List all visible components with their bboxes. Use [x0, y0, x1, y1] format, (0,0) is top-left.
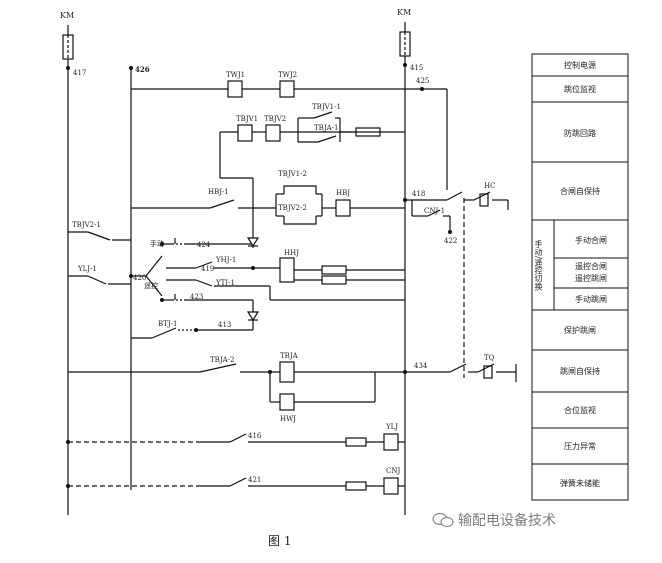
cnj-label: CNJ — [386, 467, 400, 475]
node-424: 424 — [197, 241, 211, 249]
twj1-coil — [227, 80, 243, 98]
ytj-1-label: YTJ-1 — [215, 279, 235, 287]
node-417: 417 — [73, 69, 86, 77]
hbj-coil — [335, 199, 351, 217]
hc-label: HC — [484, 182, 495, 190]
node-416: 416 — [248, 432, 262, 440]
close-trip-coils — [246, 232, 405, 330]
manual-label: 手动 — [150, 239, 164, 248]
hhj-resistor-1 — [321, 265, 347, 275]
hbj-1-label: HBJ-1 — [208, 188, 229, 196]
wechat-icon — [432, 512, 454, 528]
hc-coil — [479, 193, 489, 207]
func-switch-label: 手动/遥控切换 — [534, 239, 543, 291]
anti-pump-resistor — [355, 127, 381, 137]
hhj-coil — [279, 257, 295, 283]
ylj-1-branch — [68, 275, 131, 285]
node-425: 425 — [416, 77, 429, 85]
ylj-1-label: YLJ-1 — [77, 265, 97, 273]
hwj-label: HWJ — [280, 415, 296, 423]
func-manual-close: 手动合闸 — [575, 235, 607, 245]
twj2-coil — [279, 80, 295, 98]
func-remote-close-trip: 遥控合闸遥控跳闸 — [575, 262, 607, 283]
ylj-coil — [383, 433, 399, 451]
node-421: 421 — [248, 476, 261, 484]
node-413: 413 — [218, 321, 231, 329]
btj-1-label: BTJ-1 — [158, 320, 177, 328]
left-km-label: KM — [60, 11, 74, 20]
function-table: 控制电源 跳位监视 防跳回路 合闸自保持 手动/遥控切换 手动合闸 遥控合闸遥控… — [531, 53, 629, 501]
ylj-label: YLJ — [385, 423, 398, 431]
tbjv2-1-branch — [68, 231, 131, 241]
trip-hold-branch — [68, 361, 517, 411]
tbja-label: TBJA — [280, 352, 299, 360]
yhj-1-label: YHJ-1 — [215, 256, 236, 264]
protect-trip-branch — [131, 327, 253, 339]
node-434: 434 — [414, 362, 428, 370]
func-anti-pump: 防跳回路 — [564, 128, 596, 138]
watermark-text: 输配电设备技术 — [458, 513, 556, 529]
tbja-coil — [279, 361, 295, 383]
node-426: 426 — [135, 65, 150, 74]
right-km-label: KM — [397, 8, 411, 17]
tq-coil — [483, 365, 493, 379]
tq-label: TQ — [484, 354, 495, 362]
watermark: 输配电设备技术 — [432, 510, 556, 530]
func-close-monitor: 合位监视 — [564, 405, 596, 415]
right-supply-bus — [399, 22, 411, 515]
tbjv1-2-label: TBJV1-2 — [278, 170, 307, 178]
func-spring-uncharged: 弹簧未储能 — [560, 478, 600, 488]
remote-label: 遥控 — [144, 281, 158, 290]
cnj-coil — [383, 477, 399, 495]
twj1-label: TWJ1 — [226, 71, 245, 79]
spring-branch — [68, 477, 405, 495]
tbja-2-label: TBJA-2 — [210, 356, 235, 364]
hhj-label: HHJ — [284, 249, 299, 257]
tbjv2-2-label: TBJV2-2 — [278, 204, 307, 212]
node-419: 419 — [201, 265, 214, 273]
func-manual-trip: 手动跳闸 — [575, 294, 607, 304]
left-supply-bus — [62, 25, 74, 515]
twj2-label: TWJ2 — [278, 71, 297, 79]
tbjv2-1-label: TBJV2-1 — [72, 221, 101, 229]
close-hold-branch — [131, 185, 509, 378]
func-trip-hold: 跳闸自保持 — [560, 366, 600, 376]
func-control-power: 控制电源 — [564, 60, 596, 70]
func-trip-monitor: 跳位监视 — [564, 84, 596, 94]
node-420: 420 — [133, 274, 146, 282]
tbjv2-coil — [265, 124, 281, 142]
tbjv1-1-label: TBJV1-1 — [312, 103, 341, 111]
pressure-branch — [68, 433, 405, 451]
tbjv1-coil — [237, 124, 253, 142]
func-protect-trip: 保护跳闸 — [564, 325, 596, 335]
node-423: 423 — [190, 293, 203, 301]
node-422: 422 — [444, 237, 457, 245]
ylj-resistor — [345, 437, 367, 447]
junction-dots — [66, 63, 452, 488]
mode-selector — [131, 238, 253, 301]
hbj-label: HBJ — [336, 189, 350, 197]
figure-caption: 图 1 — [268, 534, 292, 548]
tbja-1-label: TBJA-1 — [314, 124, 339, 132]
tbjv2-label: TBJV2 — [264, 115, 286, 123]
hwj-coil — [279, 393, 295, 411]
node-418: 418 — [412, 190, 425, 198]
hhj-resistor-2 — [321, 275, 347, 285]
func-pressure-abnormal: 压力异常 — [564, 441, 596, 451]
node-415: 415 — [410, 64, 423, 72]
cnj-1-label: CNJ-1 — [424, 207, 445, 215]
anti-pump-branch — [219, 111, 405, 232]
tbjv1-label: TBJV1 — [236, 115, 258, 123]
func-close-hold: 合闸自保持 — [560, 186, 600, 196]
cnj-resistor — [345, 481, 367, 491]
